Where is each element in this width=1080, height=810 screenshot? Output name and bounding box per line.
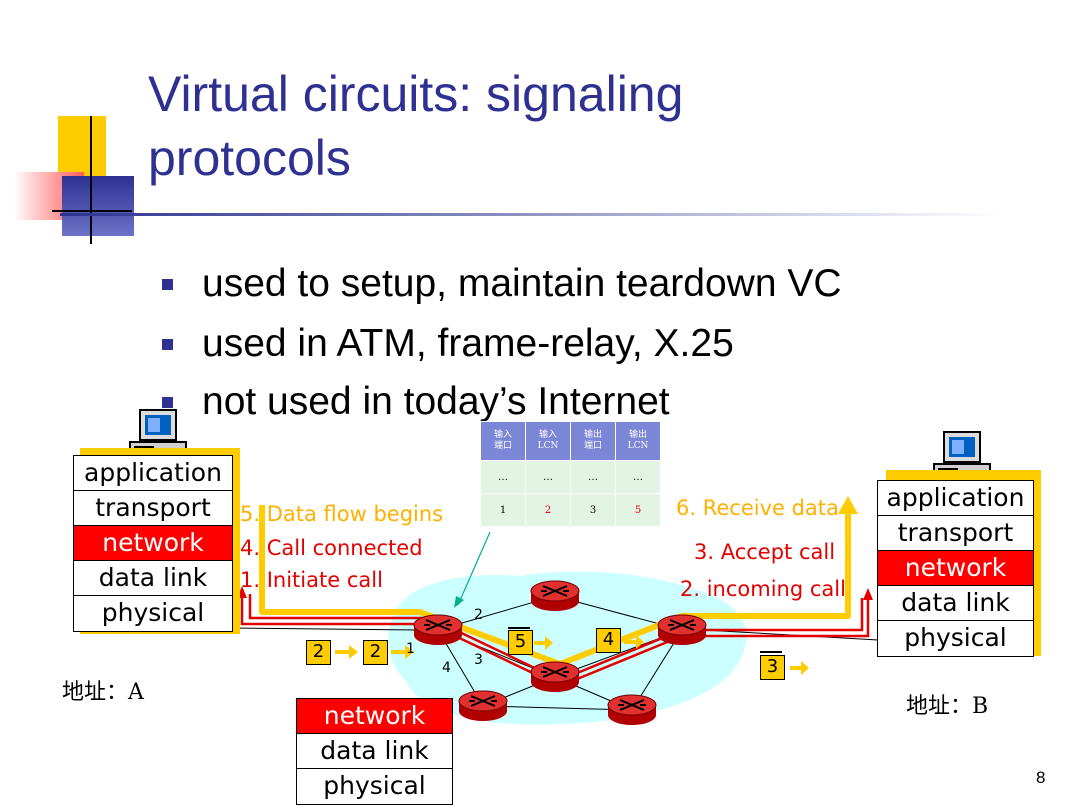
host-a-protocol-stack: application transport network data link … bbox=[73, 455, 233, 632]
page-number: 8 bbox=[1036, 768, 1046, 787]
table-cell: … bbox=[525, 460, 571, 494]
packet-label: 2 bbox=[306, 640, 331, 665]
layer-application: application bbox=[878, 481, 1033, 516]
router-protocol-stack: network data link physical bbox=[296, 698, 453, 805]
packet-arrows bbox=[335, 635, 809, 675]
layer-physical: physical bbox=[323, 771, 426, 800]
port-label: 1 bbox=[406, 641, 415, 657]
port-label: 4 bbox=[442, 660, 451, 676]
port-label: 3 bbox=[474, 652, 483, 668]
step-1-label: 1. Initiate call bbox=[240, 568, 383, 592]
layer-data-link: data link bbox=[297, 734, 452, 769]
layer-network: network bbox=[74, 526, 232, 561]
title-decoration bbox=[0, 110, 140, 250]
router-icon bbox=[657, 614, 707, 645]
table-cell: … bbox=[570, 460, 616, 494]
step-4-label: 4. Call connected bbox=[240, 536, 423, 560]
router-icon bbox=[458, 690, 508, 721]
network-cloud bbox=[388, 571, 747, 725]
packet-label: 4 bbox=[596, 628, 621, 653]
router-icon bbox=[607, 694, 657, 725]
packet-label: 3 bbox=[760, 655, 785, 680]
layer-network: network bbox=[878, 551, 1033, 586]
packet-label: 5 bbox=[508, 630, 533, 655]
table-cell: 2 bbox=[525, 493, 571, 527]
bullet-square-icon bbox=[162, 397, 173, 408]
layer-physical: physical bbox=[904, 623, 1007, 652]
layer-data-link: data link bbox=[878, 586, 1033, 621]
host-a-address: 地址：A bbox=[62, 680, 144, 705]
layer-transport: transport bbox=[74, 491, 232, 526]
bullet-square-icon bbox=[162, 339, 173, 350]
step-3-label: 3. Accept call bbox=[694, 540, 836, 564]
packet-label: 2 bbox=[363, 640, 388, 665]
bullet-square-icon bbox=[162, 279, 173, 290]
step-2-label: 2. incoming call bbox=[680, 577, 846, 601]
title-line-2: protocols bbox=[148, 130, 351, 186]
table-pointer-arrow bbox=[457, 531, 491, 606]
port-label: 2 bbox=[474, 607, 483, 623]
table-header: 输入 LCN bbox=[525, 421, 571, 461]
table-header: 输出 LCN bbox=[615, 421, 661, 461]
step-6-label: 6. Receive data bbox=[676, 496, 839, 520]
table-cell: 3 bbox=[570, 493, 616, 527]
table-cell: 5 bbox=[615, 493, 661, 527]
vc-forwarding-table: 输入 端口 输入 LCN 输出 端口 输出 LCN … … … … 1 2 3 … bbox=[480, 421, 661, 527]
slide-title: Virtual circuits: signaling protocols bbox=[148, 62, 948, 190]
router-icon bbox=[530, 580, 580, 611]
router-icon bbox=[530, 661, 580, 692]
layer-data-link: data link bbox=[74, 561, 232, 596]
host-b-address: 地址：B bbox=[906, 694, 989, 719]
host-b-protocol-stack: application transport network data link … bbox=[877, 480, 1034, 657]
table-header: 输出 端口 bbox=[570, 421, 616, 461]
table-header: 输入 端口 bbox=[480, 421, 526, 461]
layer-physical: physical bbox=[101, 598, 205, 627]
router-icon bbox=[413, 614, 463, 645]
layer-application: application bbox=[74, 456, 232, 491]
table-cell: … bbox=[480, 460, 526, 494]
title-underline bbox=[60, 213, 1000, 216]
layer-transport: transport bbox=[878, 516, 1033, 551]
step-5-label: 5. Data flow begins bbox=[240, 502, 444, 526]
layer-network: network bbox=[297, 699, 452, 734]
table-cell: … bbox=[615, 460, 661, 494]
table-cell: 1 bbox=[480, 493, 526, 527]
title-line-1: Virtual circuits: signaling bbox=[148, 66, 684, 122]
